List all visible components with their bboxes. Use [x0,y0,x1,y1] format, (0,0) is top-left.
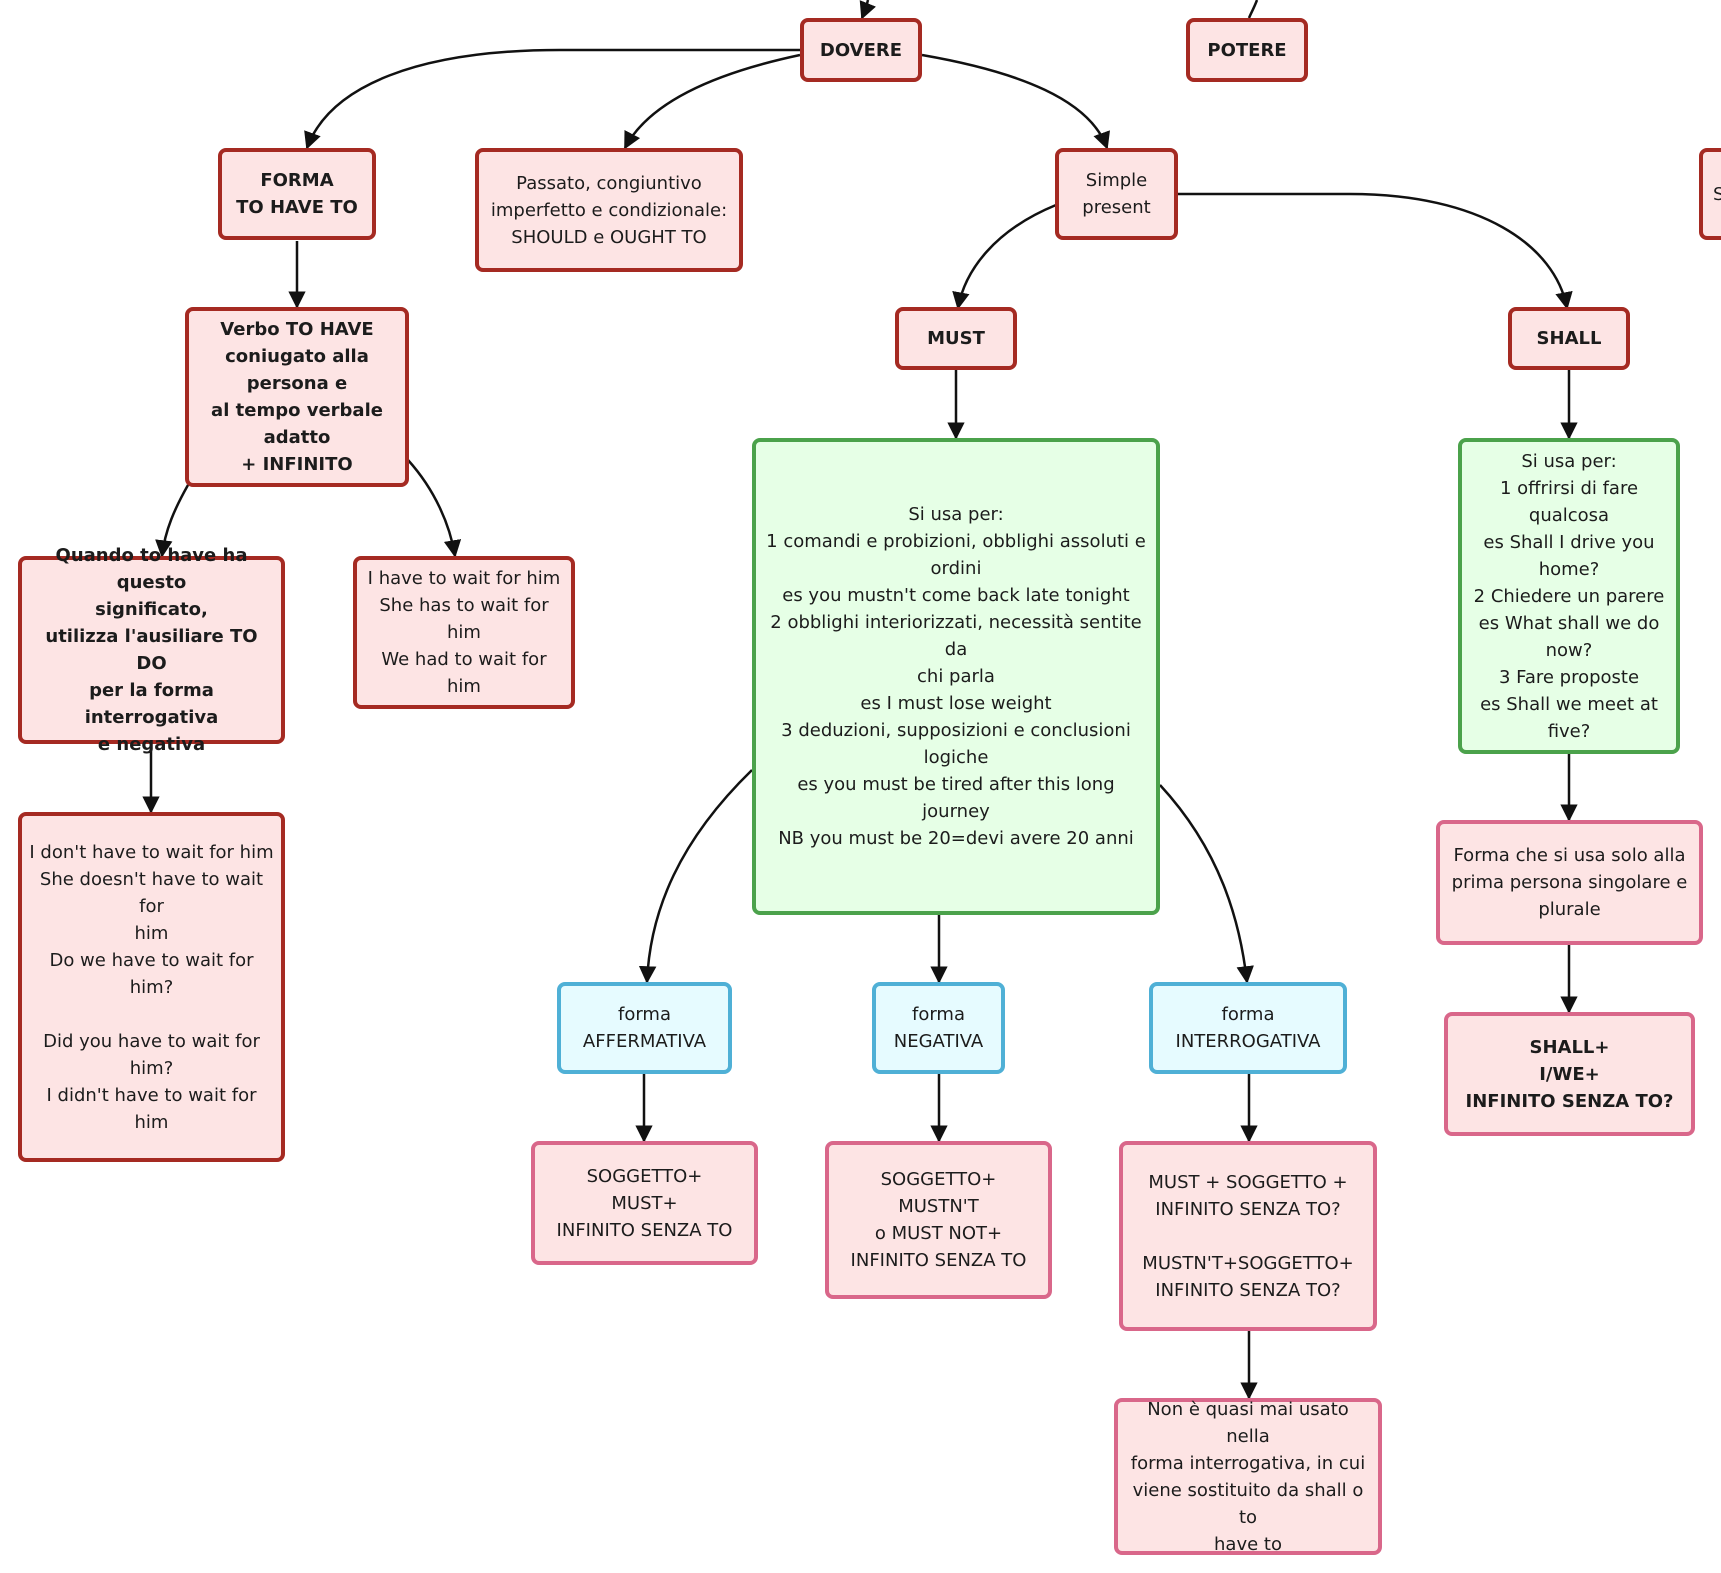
edge-dovere-forma [304,48,800,150]
node-forma-affermativa-label: forma AFFERMATIVA [582,1004,707,1052]
node-must: MUST [895,307,1017,370]
node-quando: Quando to have ha questo significato, ut… [18,545,285,755]
node-have-examples: I have to wait for him She has to wait f… [353,556,575,709]
node-quando-label: Quando to have ha questo significato, ut… [45,545,258,755]
node-neg-formula-label: SOGGETTO+ MUSTN'T o MUST NOT+ INFINITO S… [850,1169,1027,1271]
edge-simple-shall [1178,192,1573,310]
edge-verbo-quando [155,484,190,558]
edge-uses-aff [638,769,753,984]
edge-dovere-passato [623,53,801,150]
node-shall: SHALL [1508,307,1630,370]
node-forma-interrogativa-label: forma INTERROGATIVA [1175,1004,1321,1052]
node-dovere: DOVERE [800,18,922,82]
node-cut-right: S [1699,148,1721,240]
node-must-uses-label: Si usa per: 1 comandi e probizioni, obbl… [766,504,1146,849]
edge-uses-int [1159,784,1254,984]
node-shall-prima-label: Forma che si usa solo alla prima persona… [1451,845,1688,920]
node-shall-prima: Forma che si usa solo alla prima persona… [1436,820,1703,945]
node-potere: POTERE [1186,18,1308,82]
node-cut-right-label: S [1713,183,1721,205]
node-neg-examples-label: I don't have to wait for him She doesn't… [29,841,274,1133]
node-int-formula-label: MUST + SOGGETTO + INFINITO SENZA TO? MUS… [1142,1171,1354,1301]
edge-into-dovere [859,0,876,20]
node-simple-present-label: Simple present [1082,170,1151,218]
node-neg-formula: SOGGETTO+ MUSTN'T o MUST NOT+ INFINITO S… [825,1141,1052,1299]
edge-into-potere [1247,0,1259,19]
node-forma-interrogativa: forma INTERROGATIVA [1149,982,1347,1074]
node-forma-have-to-label: FORMA TO HAVE TO [236,170,358,218]
edge-dovere-simple [921,53,1110,150]
node-forma-have-to: FORMA TO HAVE TO [218,148,376,240]
node-shall-uses: Si usa per: 1 offrirsi di fare qualcosa … [1458,438,1680,754]
node-aff-formula: SOGGETTO+ MUST+ INFINITO SENZA TO [531,1141,758,1265]
node-non-usato: Non è quasi mai usato nella forma interr… [1114,1398,1382,1555]
node-forma-negativa-label: forma NEGATIVA [893,1004,984,1052]
node-passato: Passato, congiuntivo imperfetto e condiz… [475,148,743,272]
node-verbo-have-label: Verbo TO HAVE coniugato alla persona e a… [211,319,383,475]
node-int-formula: MUST + SOGGETTO + INFINITO SENZA TO? MUS… [1119,1141,1377,1331]
edge-simple-must [952,203,1057,310]
node-dovere-label: DOVERE [819,39,903,61]
node-shall-formula-label: SHALL+ I/WE+ INFINITO SENZA TO? [1465,1036,1674,1112]
node-have-examples-label: I have to wait for him She has to wait f… [367,568,561,697]
node-forma-negativa: forma NEGATIVA [872,982,1005,1074]
node-aff-formula-label: SOGGETTO+ MUST+ INFINITO SENZA TO [556,1165,733,1241]
node-must-label: MUST [927,328,985,349]
node-simple-present: Simple present [1055,148,1178,240]
edge-verbo-examples [407,459,462,558]
node-verbo-have: Verbo TO HAVE coniugato alla persona e a… [185,307,409,487]
node-potere-label: POTERE [1207,39,1287,61]
node-passato-label: Passato, congiuntivo imperfetto e condiz… [490,172,728,248]
node-forma-affermativa: forma AFFERMATIVA [557,982,732,1074]
node-shall-formula: SHALL+ I/WE+ INFINITO SENZA TO? [1444,1012,1695,1136]
node-shall-label: SHALL [1536,328,1602,349]
node-non-usato-label: Non è quasi mai usato nella forma interr… [1130,1398,1366,1555]
node-shall-uses-label: Si usa per: 1 offrirsi di fare qualcosa … [1473,450,1665,742]
node-neg-examples: I don't have to wait for him She doesn't… [18,812,285,1162]
node-must-uses: Si usa per: 1 comandi e probizioni, obbl… [752,438,1160,915]
